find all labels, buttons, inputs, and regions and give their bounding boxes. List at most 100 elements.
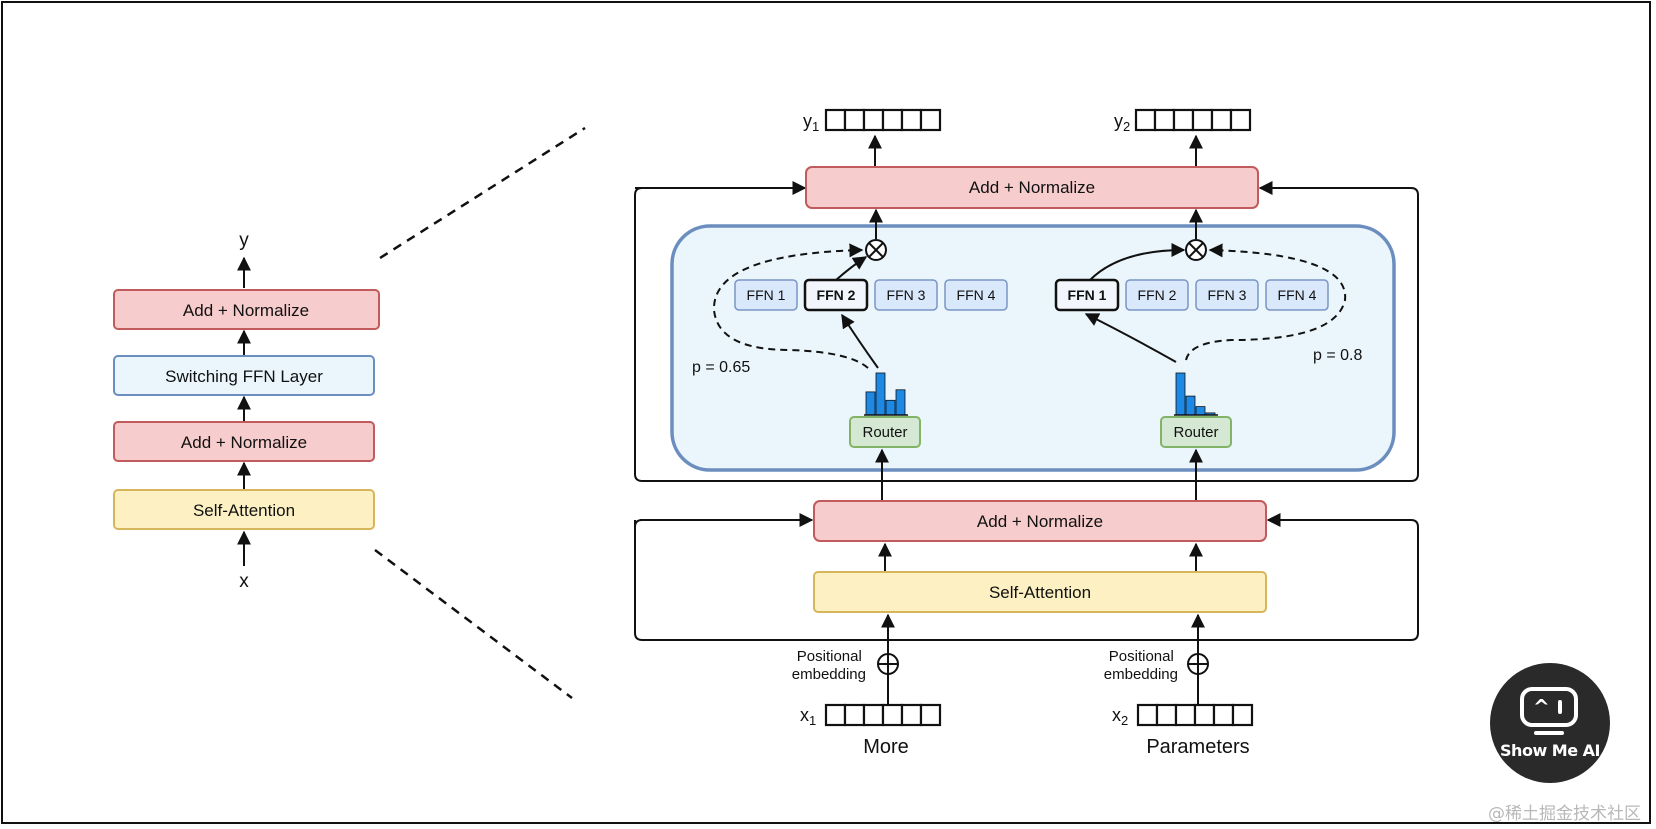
prob-label-right: p = 0.8 xyxy=(1313,347,1362,364)
token-label-more: More xyxy=(863,736,909,758)
left-add-normalize-top-box xyxy=(113,289,380,330)
input-2-vector xyxy=(1136,703,1254,727)
expert-right-3-box xyxy=(1195,279,1259,311)
residual-top-right xyxy=(634,181,1419,482)
router-left-label: Router xyxy=(862,424,907,441)
right-add-normalize-top-box xyxy=(805,166,1259,209)
output-1-label: y1 xyxy=(803,111,819,134)
left-switching-ffn-box xyxy=(113,355,375,396)
output-1-vector-cell xyxy=(919,108,942,132)
input-1-vector xyxy=(824,703,942,727)
input-1-vector-cell xyxy=(862,703,885,727)
histogram-right-bar-2 xyxy=(1185,395,1196,416)
output-2-vector-cell xyxy=(1210,108,1233,132)
left-self-attention-label: Self-Attention xyxy=(193,501,295,520)
expert-left-1-label: FFN 1 xyxy=(747,287,786,303)
plus-icon-right xyxy=(1187,653,1209,675)
expert-right-1-label: FFN 1 xyxy=(1068,287,1107,303)
prob-path-right xyxy=(1185,243,1347,361)
expert-left-4-box xyxy=(944,279,1008,311)
histogram-left-bar-2 xyxy=(875,372,886,416)
prob-label-left: p = 0.65 xyxy=(692,359,750,376)
histogram-right-bar-1 xyxy=(1175,372,1186,416)
input-1-vector-cell xyxy=(900,703,923,727)
router-left-box xyxy=(849,416,921,448)
token-label-parameters: Parameters xyxy=(1146,736,1249,758)
router-histogram-right xyxy=(1174,372,1218,416)
left-add-normalize-bottom-box xyxy=(113,421,375,462)
expert-left-3-label: FFN 3 xyxy=(887,287,926,303)
input-1-vector-cell xyxy=(881,703,904,727)
output-1-vector xyxy=(824,108,942,132)
multiply-icon-left xyxy=(865,239,887,261)
prob-path-left xyxy=(712,243,869,369)
input-1-vector-cell xyxy=(919,703,942,727)
router-right-box xyxy=(1160,416,1232,448)
plus-icon-left xyxy=(877,653,899,675)
badge-text: Show Me AI xyxy=(1500,741,1600,760)
expert-right-3-label: FFN 3 xyxy=(1208,287,1247,303)
output-1-vector-cell xyxy=(881,108,904,132)
expert-right-1-box xyxy=(1054,278,1120,312)
expert-left-4-label: FFN 4 xyxy=(957,287,996,303)
show-me-ai-badge: ^ Show Me AI xyxy=(1490,663,1610,783)
router-right-label: Router xyxy=(1173,424,1218,441)
output-1-vector-cell xyxy=(824,108,847,132)
input-2-vector-cell xyxy=(1155,703,1178,727)
input-2-vector-cell xyxy=(1193,703,1216,727)
expert-left-2-label: FFN 2 xyxy=(817,287,856,303)
zoom-line-bottom xyxy=(374,549,573,699)
left-stack: y Add + Normalize Switching FFN Layer Ad… xyxy=(113,230,380,592)
left-add-normalize-bottom-label: Add + Normalize xyxy=(181,433,307,452)
expert-left-3-box xyxy=(874,279,938,311)
selected-expert-to-multiply-right xyxy=(1089,243,1186,281)
input-1-vector-cell xyxy=(843,703,866,727)
switching-ffn-area xyxy=(670,224,1396,472)
positional-embedding-label-right: Positional embedding xyxy=(1104,648,1178,683)
left-input-label: x xyxy=(239,571,249,592)
left-switching-ffn-label: Switching FFN Layer xyxy=(165,367,323,386)
output-1-vector-cell xyxy=(843,108,866,132)
left-output-label: y xyxy=(239,230,249,251)
ai-monitor-icon: ^ xyxy=(1520,687,1578,727)
expert-left-1-box xyxy=(734,279,798,311)
residual-bottom-right xyxy=(634,513,1419,641)
output-1-vector-cell xyxy=(900,108,923,132)
multiply-icon-right xyxy=(1185,239,1207,261)
right-add-normalize-top-label: Add + Normalize xyxy=(969,178,1095,197)
output-1-vector-cell xyxy=(862,108,885,132)
output-2-vector-cell xyxy=(1134,108,1157,132)
histogram-right-bar-3 xyxy=(1195,406,1206,416)
output-2-vector-cell xyxy=(1191,108,1214,132)
input-1-vector-cell xyxy=(824,703,847,727)
expert-right-2-box xyxy=(1125,279,1189,311)
output-2-label: y2 xyxy=(1114,111,1130,134)
router-to-expert-left xyxy=(841,313,879,369)
input-1-label: x1 xyxy=(800,705,816,728)
router-histogram-left xyxy=(864,372,908,416)
watermark-text: @稀土掘金技术社区 xyxy=(1488,804,1641,824)
right-self-attention-label: Self-Attention xyxy=(989,583,1091,602)
zoom-line-top xyxy=(379,126,586,260)
histogram-left-bar-4 xyxy=(895,389,906,416)
expert-row-left: FFN 1 FFN 2 FFN 3 FFN 4 xyxy=(734,278,1008,312)
selected-expert-to-multiply-left xyxy=(835,256,868,281)
expert-right-4-box xyxy=(1265,279,1329,311)
output-2-vector-cell xyxy=(1229,108,1252,132)
input-2-vector-cell xyxy=(1212,703,1235,727)
expert-right-4-label: FFN 4 xyxy=(1278,287,1317,303)
output-2-vector-cell xyxy=(1153,108,1176,132)
expert-right-2-label: FFN 2 xyxy=(1138,287,1177,303)
router-to-expert-right xyxy=(1084,313,1177,363)
input-2-vector-cell xyxy=(1136,703,1159,727)
histogram-left-bar-1 xyxy=(865,391,876,416)
positional-embedding-label-left: Positional embedding xyxy=(792,648,866,683)
output-2-vector xyxy=(1134,108,1252,132)
input-2-label: x2 xyxy=(1112,705,1128,728)
input-2-vector-cell xyxy=(1174,703,1197,727)
left-add-normalize-top-label: Add + Normalize xyxy=(183,301,309,320)
input-2-vector-cell xyxy=(1231,703,1254,727)
output-2-vector-cell xyxy=(1172,108,1195,132)
right-add-normalize-bottom-label: Add + Normalize xyxy=(977,512,1103,531)
